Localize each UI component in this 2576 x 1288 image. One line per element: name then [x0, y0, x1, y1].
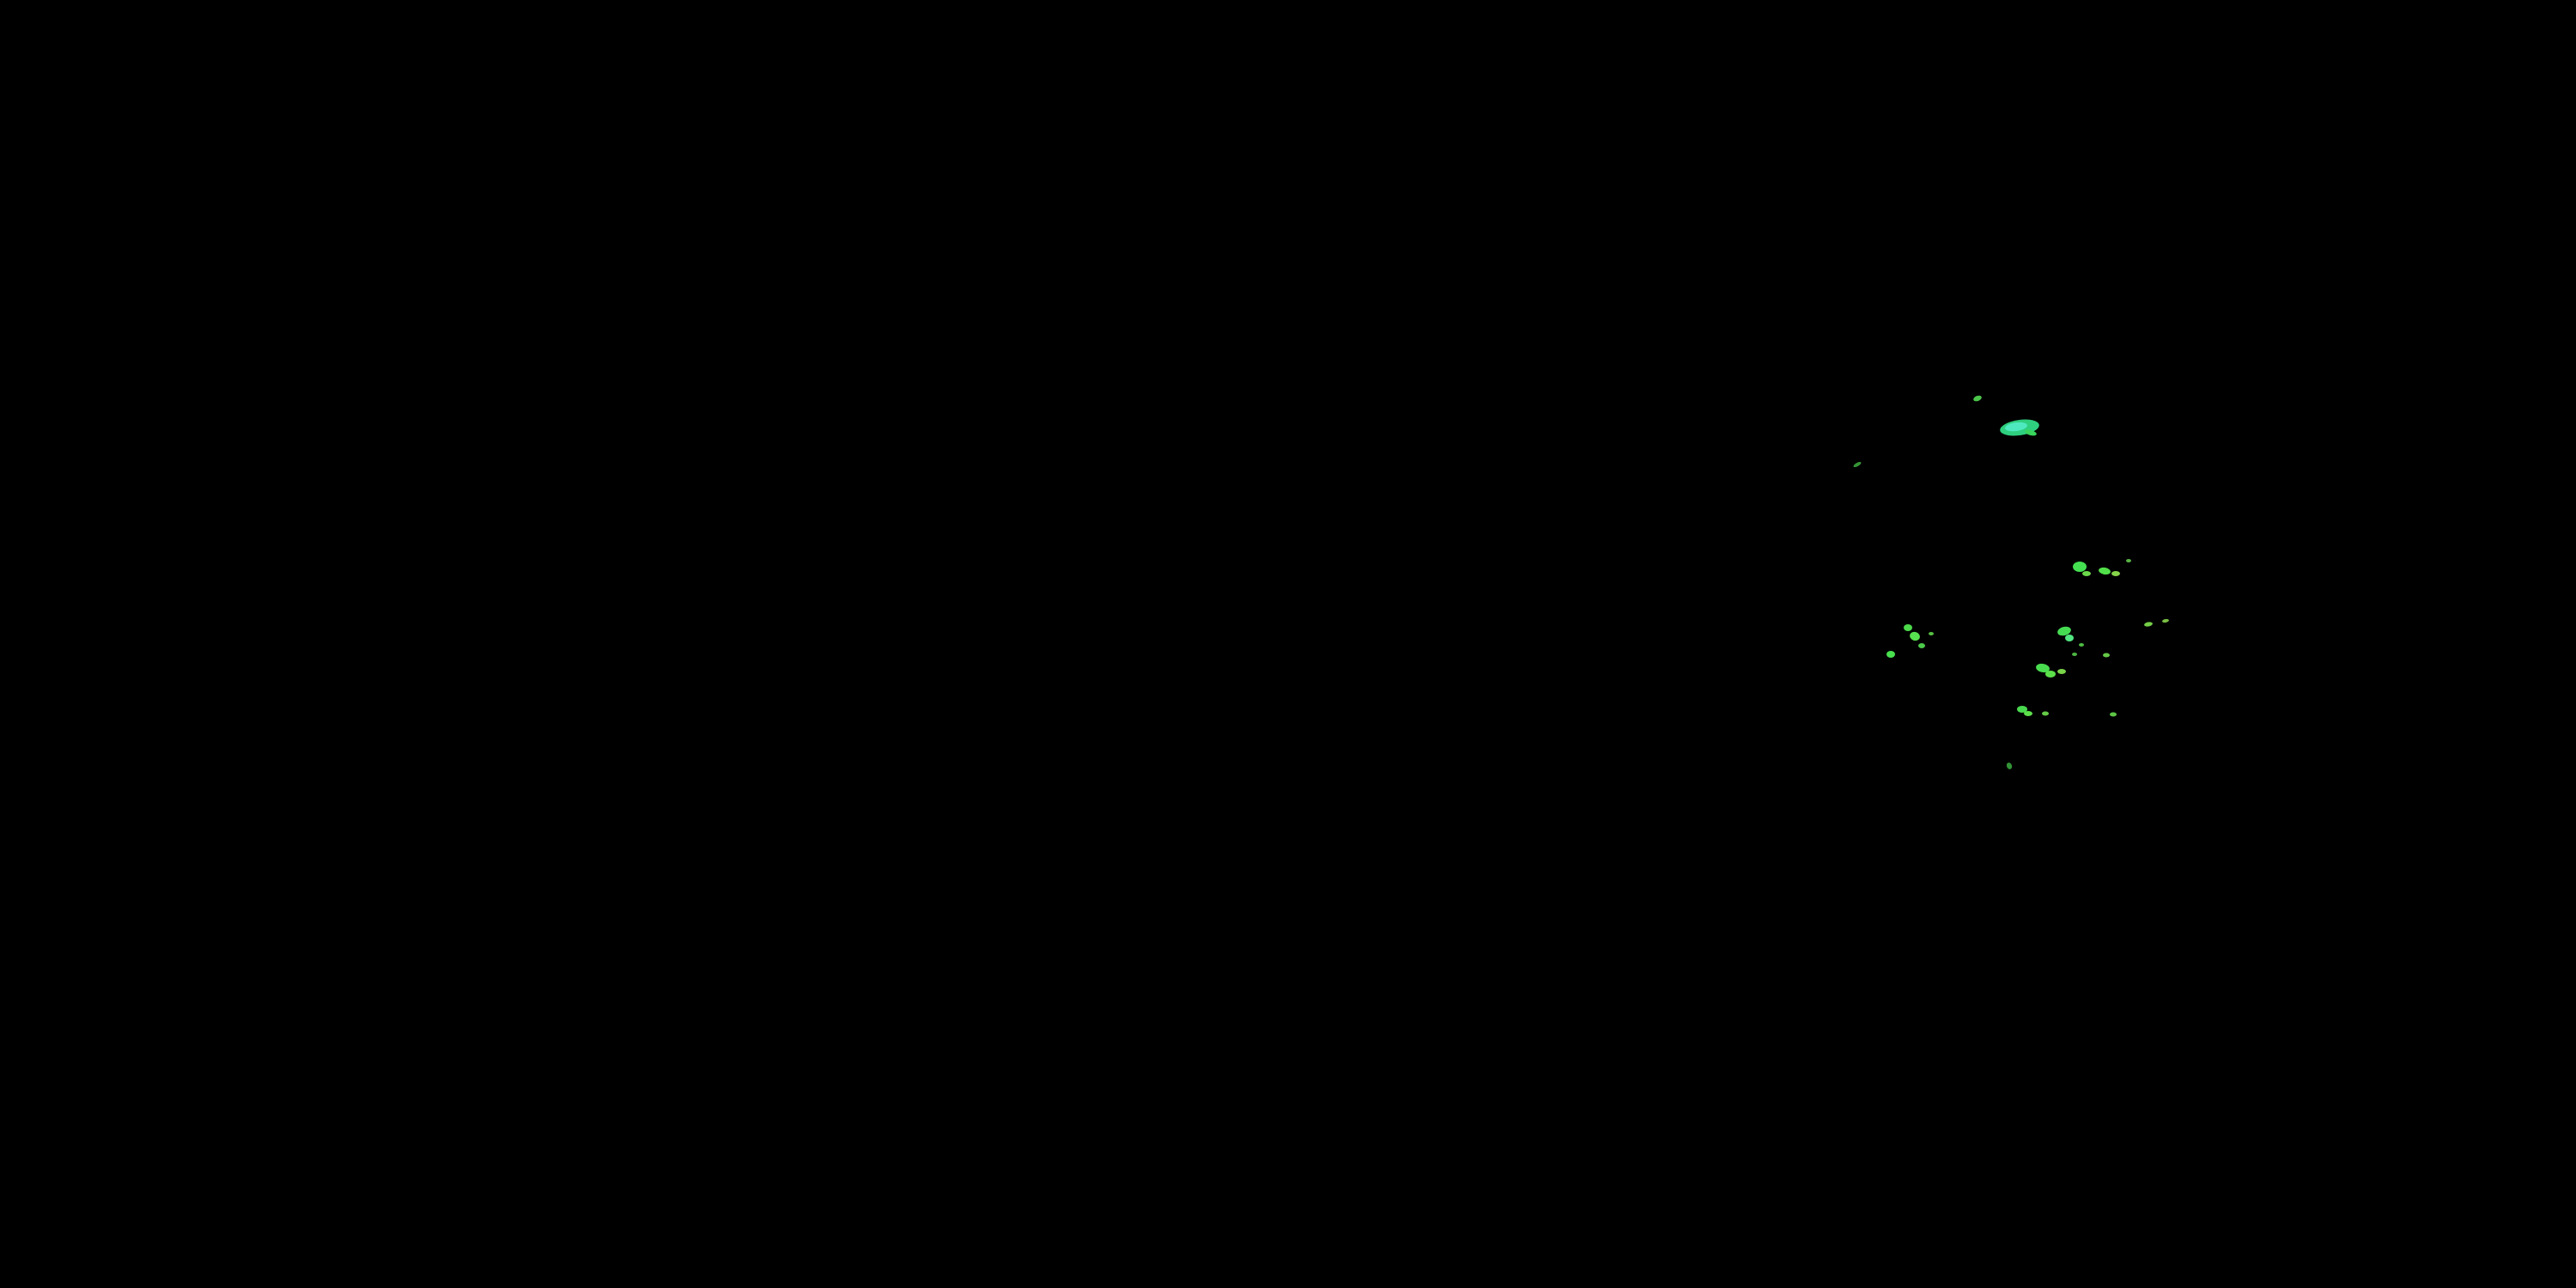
map-blob: [2082, 571, 2091, 576]
map-blob: [2072, 653, 2077, 656]
map-blob: [2073, 562, 2087, 572]
map-blob: [2065, 635, 2074, 641]
map-blob: [2036, 663, 2050, 673]
map-blob: [2045, 671, 2056, 677]
map-blob: [2110, 712, 2117, 717]
map-blob: [2126, 559, 2131, 562]
map-blob: [1886, 651, 1895, 658]
map-blob: [2057, 669, 2066, 674]
map-blob: [1973, 395, 1982, 402]
map-blob: [1918, 643, 1925, 648]
map-blob: [2025, 429, 2037, 436]
map-blob: [2024, 711, 2032, 716]
map-blob: [2103, 653, 2110, 658]
map-blob: [1853, 461, 1862, 468]
map-blob: [2079, 643, 2084, 647]
map-blob: [1904, 624, 1912, 631]
map-blob: [2144, 622, 2153, 627]
map-blob: [2111, 571, 2120, 576]
map-blob: [2099, 567, 2111, 575]
map-blob: [2162, 618, 2169, 623]
map-blob: [2005, 422, 2027, 432]
map-blob: [2057, 626, 2071, 636]
map-blob: [2006, 762, 2013, 769]
map-blob: [1910, 631, 1920, 641]
map-blob: [2017, 706, 2027, 713]
map-blob: [1929, 632, 1934, 635]
map-blob: [2042, 711, 2049, 716]
